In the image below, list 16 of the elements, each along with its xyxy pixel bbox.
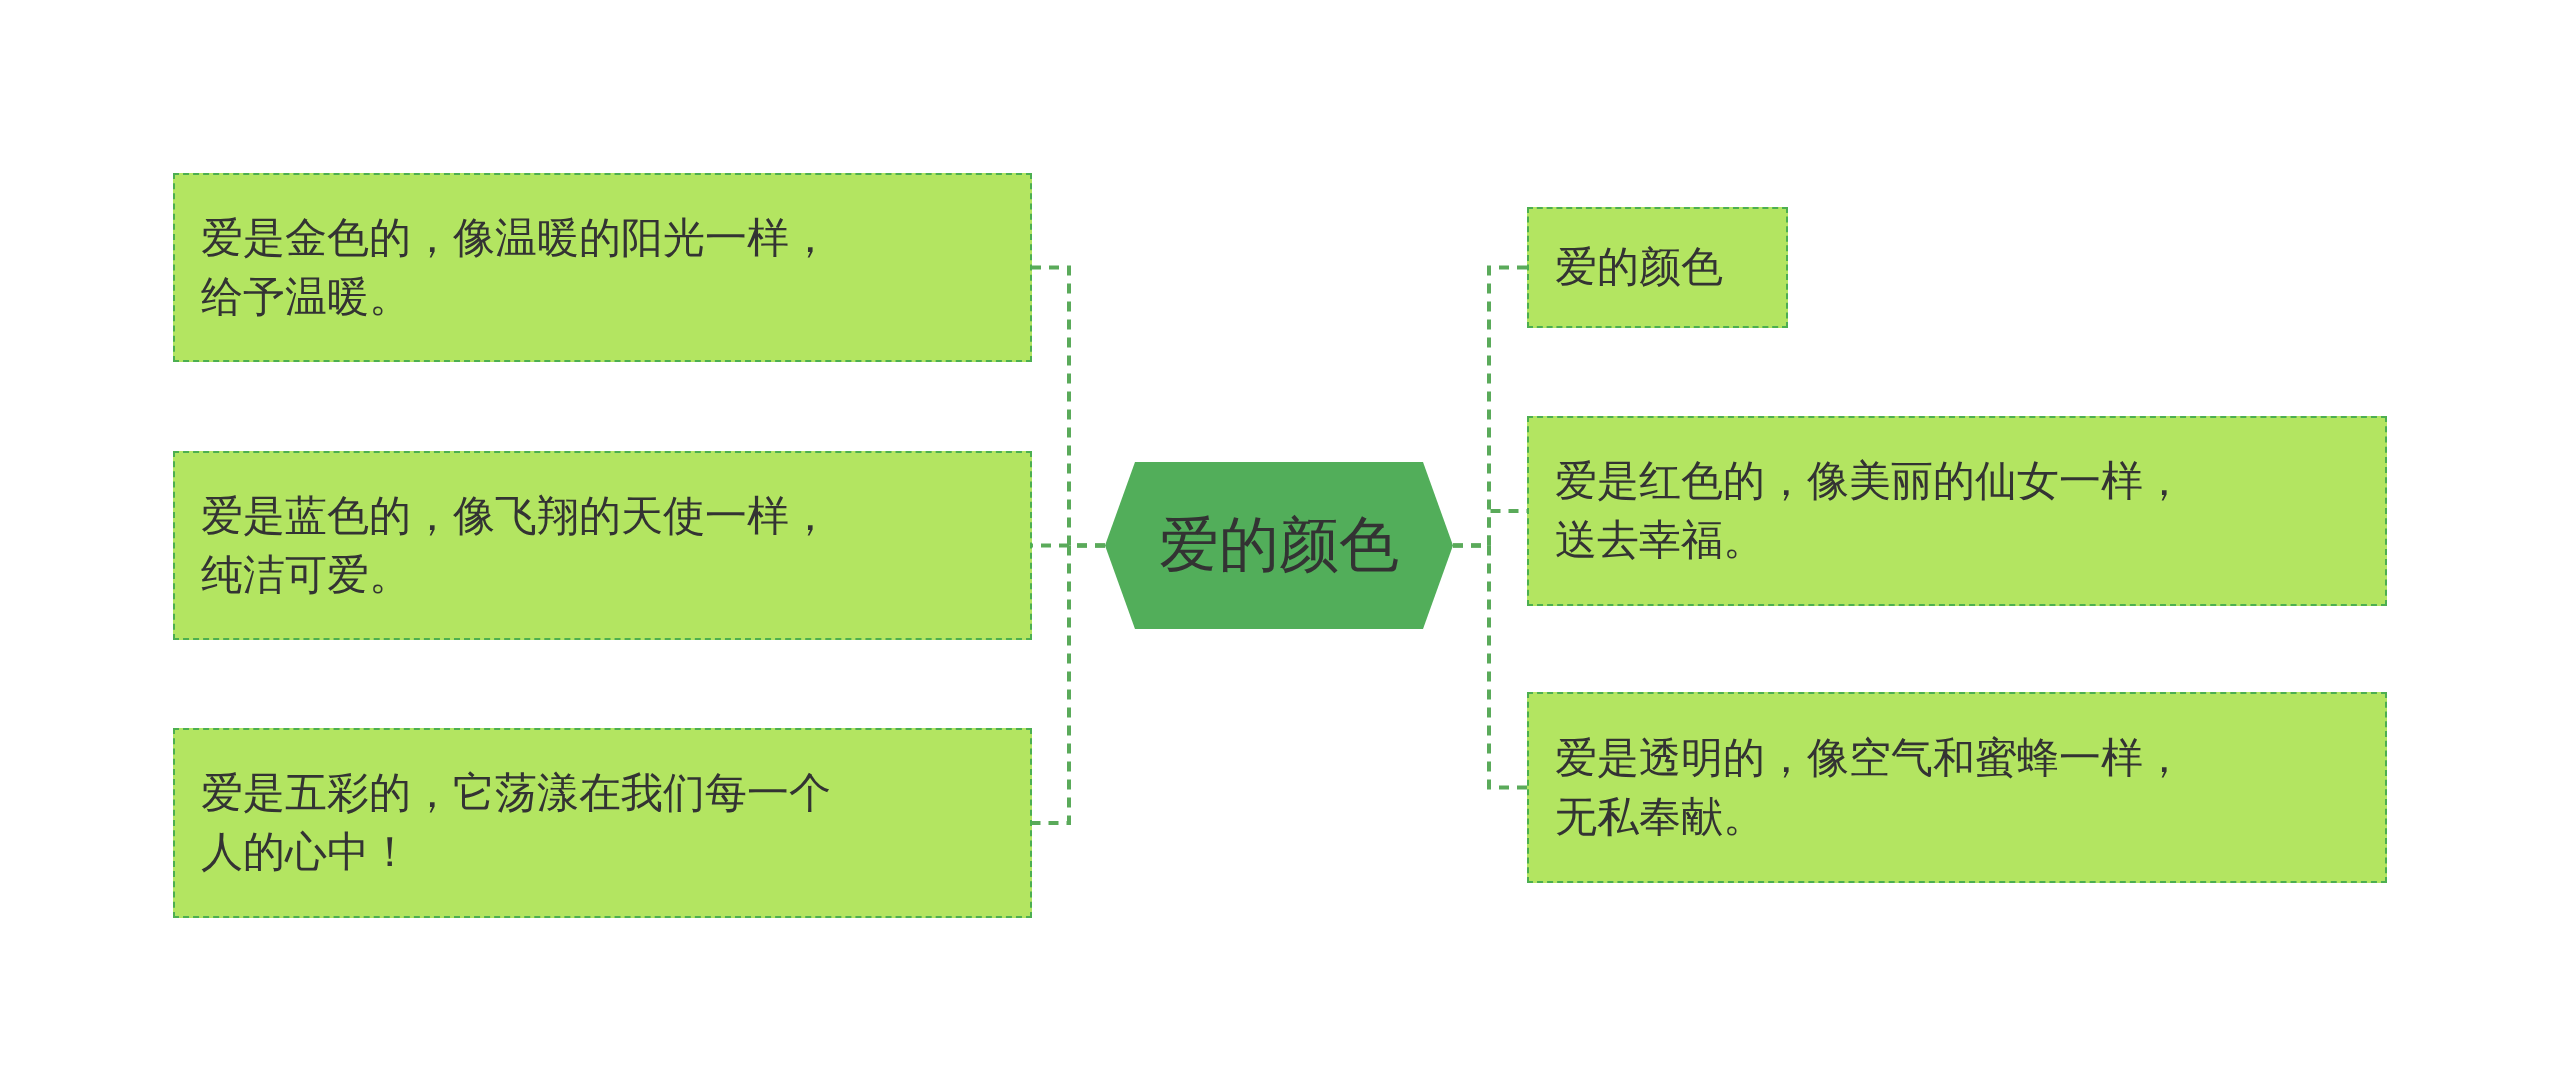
connector-line (1453, 543, 1527, 790)
subtopic-box (173, 451, 1032, 640)
subtopic-box (173, 173, 1032, 362)
topic-text: 爱的颜色 (1159, 508, 1399, 581)
subtopic-text: 爱是五彩的，它荡漾在我们每一个人的心中！ (201, 767, 832, 878)
subtopic-box (1527, 207, 1788, 328)
subtopic-text: 爱是金色的，像温暖的阳光一样，给予温暖。 (201, 211, 832, 323)
subtopic-text: 爱是红色的，像美丽的仙女一样，送去幸福。 (1555, 455, 2186, 566)
central-topic-hexagon (1105, 462, 1453, 629)
subtopic-box (1527, 692, 2387, 883)
connector-line (1032, 543, 1105, 825)
subtopic-box (1527, 416, 2387, 606)
subtopic-box (173, 728, 1032, 918)
subtopic-text: 爱是蓝色的，像飞翔的天使一样，纯洁可爱。 (201, 489, 832, 601)
subtopic-text: 爱是透明的，像空气和蜜蜂一样，无私奉献。 (1555, 731, 2186, 843)
subtopic-text: 爱的颜色 (1555, 241, 1723, 294)
